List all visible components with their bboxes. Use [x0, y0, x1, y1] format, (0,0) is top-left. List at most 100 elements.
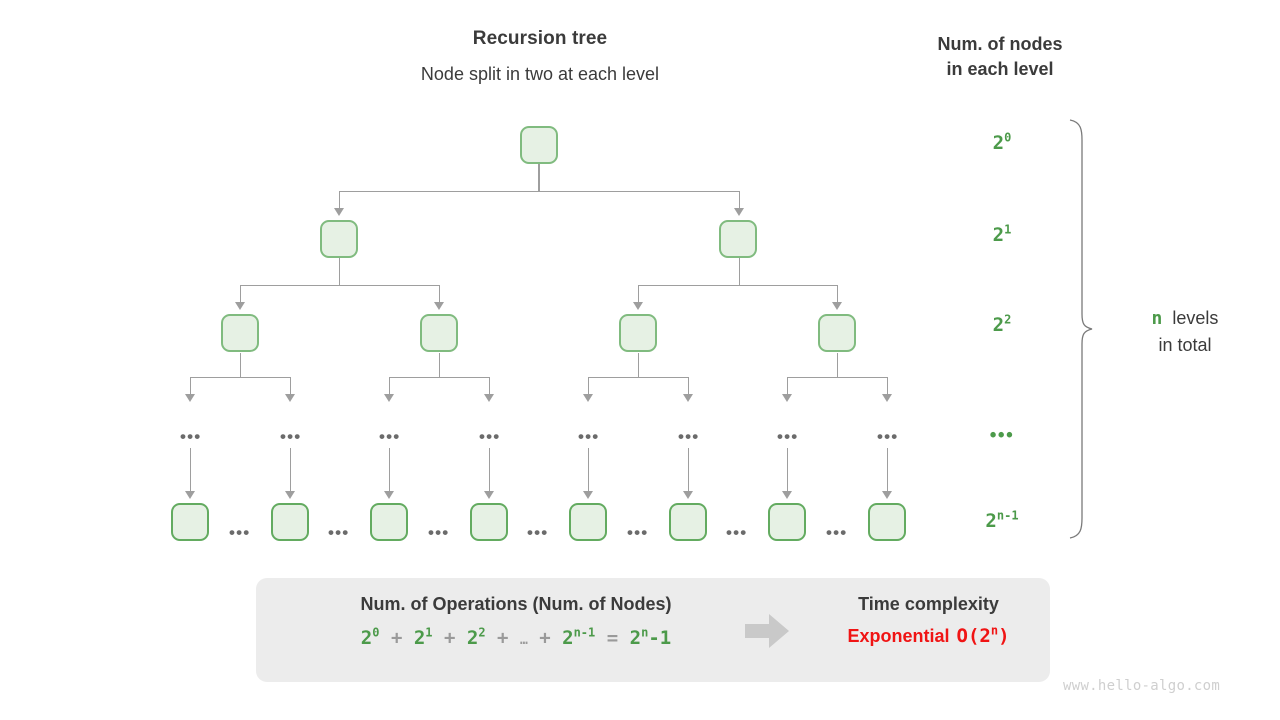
tree-ellipsis-l3-3: •••	[379, 427, 401, 446]
tree-node-leaf-8[interactable]	[868, 503, 906, 541]
connector-bus-level3-d	[787, 377, 887, 379]
connector-stem-l1a	[338, 258, 340, 286]
operations-formula: 20 + 21 + 22 + … + 2n-1 = 2n-1	[276, 627, 756, 649]
arrowhead-l2-d	[832, 302, 842, 310]
arrowhead-leaf-6	[683, 491, 693, 499]
arrowhead-leaf-3	[384, 491, 394, 499]
level-count-ellipsis: •••	[989, 425, 1015, 446]
column-header-num-of-nodes: Num. of nodes in each level	[900, 32, 1100, 82]
formula-mid-ellipsis: …	[519, 633, 528, 648]
levels-brace	[1069, 119, 1093, 539]
level-count-last: 2n-1	[942, 510, 1062, 532]
right-arrow-icon	[745, 614, 789, 648]
bigo-exponent: n	[990, 623, 999, 638]
tree-node-root[interactable]	[520, 126, 558, 164]
formula-plus-4: +	[539, 627, 551, 649]
tree-node-l2-1[interactable]	[221, 314, 259, 352]
leaf-gap-ellipsis-3: •••	[428, 523, 450, 542]
complexity-heading: Time complexity	[858, 594, 999, 614]
formula-plus-2: +	[443, 627, 456, 649]
connector-stem-l2d	[836, 353, 838, 378]
arrowhead-l3-c1	[583, 394, 593, 402]
connector-dots-to-leaf-5	[587, 448, 589, 493]
operations-block: Num. of Operations (Num. of Nodes) 20 + …	[276, 594, 756, 649]
connector-bus-level2-right	[638, 285, 837, 287]
watermark: www.hello-algo.com	[1063, 678, 1221, 694]
arrowhead-l1-b	[734, 208, 744, 216]
formula-term-2-exp: 1	[425, 625, 433, 640]
tree-node-leaf-1[interactable]	[171, 503, 209, 541]
arrowhead-l3-a2	[285, 394, 295, 402]
leaf-gap-ellipsis-6: •••	[726, 523, 748, 542]
arrowhead-l3-d2	[882, 394, 892, 402]
formula-term-1-base: 2	[360, 627, 373, 649]
connector-drop-l3-d2	[886, 377, 888, 396]
connector-stem-l2c	[637, 353, 639, 378]
summary-panel: Num. of Operations (Num. of Nodes) 20 + …	[256, 578, 1050, 682]
formula-term-1-exp: 0	[372, 625, 380, 640]
formula-result-exp: n	[641, 625, 649, 640]
levels-label-line2: in total	[1158, 335, 1212, 355]
arrowhead-leaf-5	[583, 491, 593, 499]
arrowhead-leaf-8	[882, 491, 892, 499]
level-count-0: 20	[942, 132, 1062, 154]
arrowhead-l1-a	[334, 208, 344, 216]
tree-ellipsis-l3-1: •••	[180, 427, 202, 446]
tree-node-leaf-4[interactable]	[470, 503, 508, 541]
level-count-0-exp: 0	[1004, 130, 1012, 145]
connector-dots-to-leaf-8	[886, 448, 888, 493]
tree-node-l2-2[interactable]	[420, 314, 458, 352]
connector-drop-l3-b1	[388, 377, 390, 396]
formula-term-3-base: 2	[466, 627, 479, 649]
formula-term-2-base: 2	[413, 627, 426, 649]
leaf-gap-ellipsis-2: •••	[328, 523, 350, 542]
tree-node-leaf-3[interactable]	[370, 503, 408, 541]
connector-drop-l3-a1	[189, 377, 191, 396]
tree-node-l1-1[interactable]	[320, 220, 358, 258]
leaf-gap-ellipsis-1: •••	[229, 523, 251, 542]
operations-heading: Num. of Operations (Num. of Nodes)	[360, 594, 672, 614]
arrowhead-leaf-4	[484, 491, 494, 499]
connector-bus-level3-b	[389, 377, 489, 379]
tree-node-l2-4[interactable]	[818, 314, 856, 352]
arrowhead-l3-a1	[185, 394, 195, 402]
tree-node-l1-2[interactable]	[719, 220, 757, 258]
tree-ellipsis-l3-2: •••	[280, 427, 302, 446]
complexity-verdict-word: Exponential	[847, 626, 950, 646]
tree-node-leaf-2[interactable]	[271, 503, 309, 541]
column-header-line2: in each level	[946, 59, 1054, 79]
tree-node-leaf-6[interactable]	[669, 503, 707, 541]
column-header-line1: Num. of nodes	[937, 34, 1063, 54]
connector-dots-to-leaf-1	[189, 448, 191, 493]
connector-drop-l2-b	[438, 285, 440, 304]
level-count-2-base: 2	[992, 314, 1005, 336]
leaf-gap-ellipsis-5: •••	[627, 523, 649, 542]
connector-bus-level3-a	[190, 377, 290, 379]
connector-drop-l1-a	[338, 191, 340, 210]
connector-stem-l2a	[239, 353, 241, 378]
formula-result-tail: -1	[648, 627, 672, 649]
leaf-gap-ellipsis-4: •••	[527, 523, 549, 542]
formula-result-base: 2	[629, 627, 642, 649]
arrowhead-leaf-1	[185, 491, 195, 499]
tree-node-leaf-7[interactable]	[768, 503, 806, 541]
connector-dots-to-leaf-4	[488, 448, 490, 493]
connector-root-stem	[538, 164, 540, 192]
level-count-last-base: 2	[985, 510, 997, 532]
formula-term-3-exp: 2	[478, 625, 486, 640]
level-count-1: 21	[942, 224, 1062, 246]
connector-dots-to-leaf-3	[388, 448, 390, 493]
leaf-gap-ellipsis-7: •••	[826, 523, 848, 542]
connector-dots-to-leaf-2	[289, 448, 291, 493]
levels-label-line1: levels	[1172, 308, 1219, 328]
arrowhead-l3-b2	[484, 394, 494, 402]
connector-stem-l1b	[738, 258, 740, 286]
tree-ellipsis-l3-4: •••	[479, 427, 501, 446]
level-count-1-base: 2	[992, 224, 1005, 246]
tree-node-leaf-5[interactable]	[569, 503, 607, 541]
level-count-2-exp: 2	[1004, 312, 1012, 327]
tree-node-l2-3[interactable]	[619, 314, 657, 352]
connector-dots-to-leaf-7	[786, 448, 788, 493]
connector-drop-l3-b2	[488, 377, 490, 396]
